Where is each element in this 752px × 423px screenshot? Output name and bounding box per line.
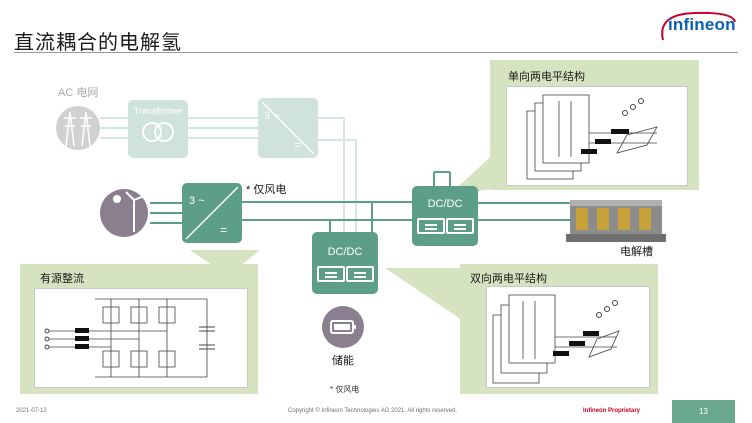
grid-inverter-dc: = bbox=[294, 138, 302, 152]
grid-label: AC 电网 bbox=[58, 87, 99, 99]
panel-unidirectional-schematic bbox=[506, 86, 688, 186]
bidirectional-circuit bbox=[492, 294, 620, 384]
wind-inverter-ac: 3 ~ bbox=[189, 195, 205, 207]
dcdc-electrolyzer-block: DC/DC bbox=[412, 186, 478, 246]
footer-proprietary: Infineon Proprietary bbox=[583, 408, 641, 414]
connector-unidirectional bbox=[448, 150, 498, 196]
dcdc-storage-block: DC/DC bbox=[312, 232, 378, 294]
infineon-logo: infineon bbox=[668, 15, 736, 34]
battery-glyph bbox=[330, 320, 356, 334]
transformer-icon bbox=[142, 122, 174, 142]
transformer-label: Transformer bbox=[133, 106, 183, 116]
unidirectional-circuit bbox=[526, 94, 658, 180]
electrolyzer-stack-icon bbox=[566, 200, 666, 242]
connector-bidirectional bbox=[385, 268, 462, 320]
inverter-diagonal bbox=[185, 186, 239, 240]
panel-unidirectional-title: 单向两电平结构 bbox=[508, 71, 585, 83]
active-rectifier-circuit bbox=[44, 298, 215, 378]
panel-bidirectional-schematic bbox=[486, 286, 650, 388]
wind-only-label: * 仅风电 bbox=[246, 184, 287, 196]
transformer-block: Transformer bbox=[128, 100, 188, 158]
capacitor-icon bbox=[317, 266, 345, 282]
panel-bidirectional-title: 双向两电平结构 bbox=[470, 273, 547, 285]
grid-inverter-block: 3 ~ = bbox=[258, 98, 318, 158]
renewable-source-icon bbox=[46, 189, 148, 237]
wind-inverter-block: 3 ~ = bbox=[182, 183, 242, 243]
footer-copyright: Copyright © Infineon Technologies AG 202… bbox=[288, 408, 458, 414]
dc-bus-lines bbox=[150, 171, 572, 232]
electrolyzer-label: 电解槽 bbox=[620, 246, 653, 258]
footer-date: 2021-07-12 bbox=[16, 408, 47, 414]
infineon-logo-arc bbox=[661, 11, 736, 41]
grid-inverter-ac: 3 ~ bbox=[264, 110, 280, 122]
panel-active-rectifier-title: 有源整流 bbox=[40, 273, 84, 285]
capacitor-icon bbox=[446, 218, 474, 234]
inverter-diagonal bbox=[261, 101, 315, 155]
storage-label: 储能 bbox=[332, 355, 354, 367]
page-title: 直流耦合的电解氢 bbox=[14, 32, 182, 54]
wind-inverter-dc: = bbox=[220, 223, 228, 237]
capacitor-icon bbox=[346, 266, 374, 282]
storage-note: * 仅风电 bbox=[330, 385, 360, 394]
capacitor-icon bbox=[417, 218, 445, 234]
power-tower-icon bbox=[56, 106, 100, 150]
dcdc-storage-label: DC/DC bbox=[327, 246, 363, 258]
panel-active-rectifier-schematic bbox=[34, 288, 248, 388]
connector-active-rectifier bbox=[190, 250, 260, 276]
title-divider bbox=[14, 52, 738, 53]
page-number: 13 bbox=[672, 400, 735, 423]
battery-icon bbox=[322, 306, 364, 348]
dcdc-electrolyzer-label: DC/DC bbox=[427, 198, 463, 210]
